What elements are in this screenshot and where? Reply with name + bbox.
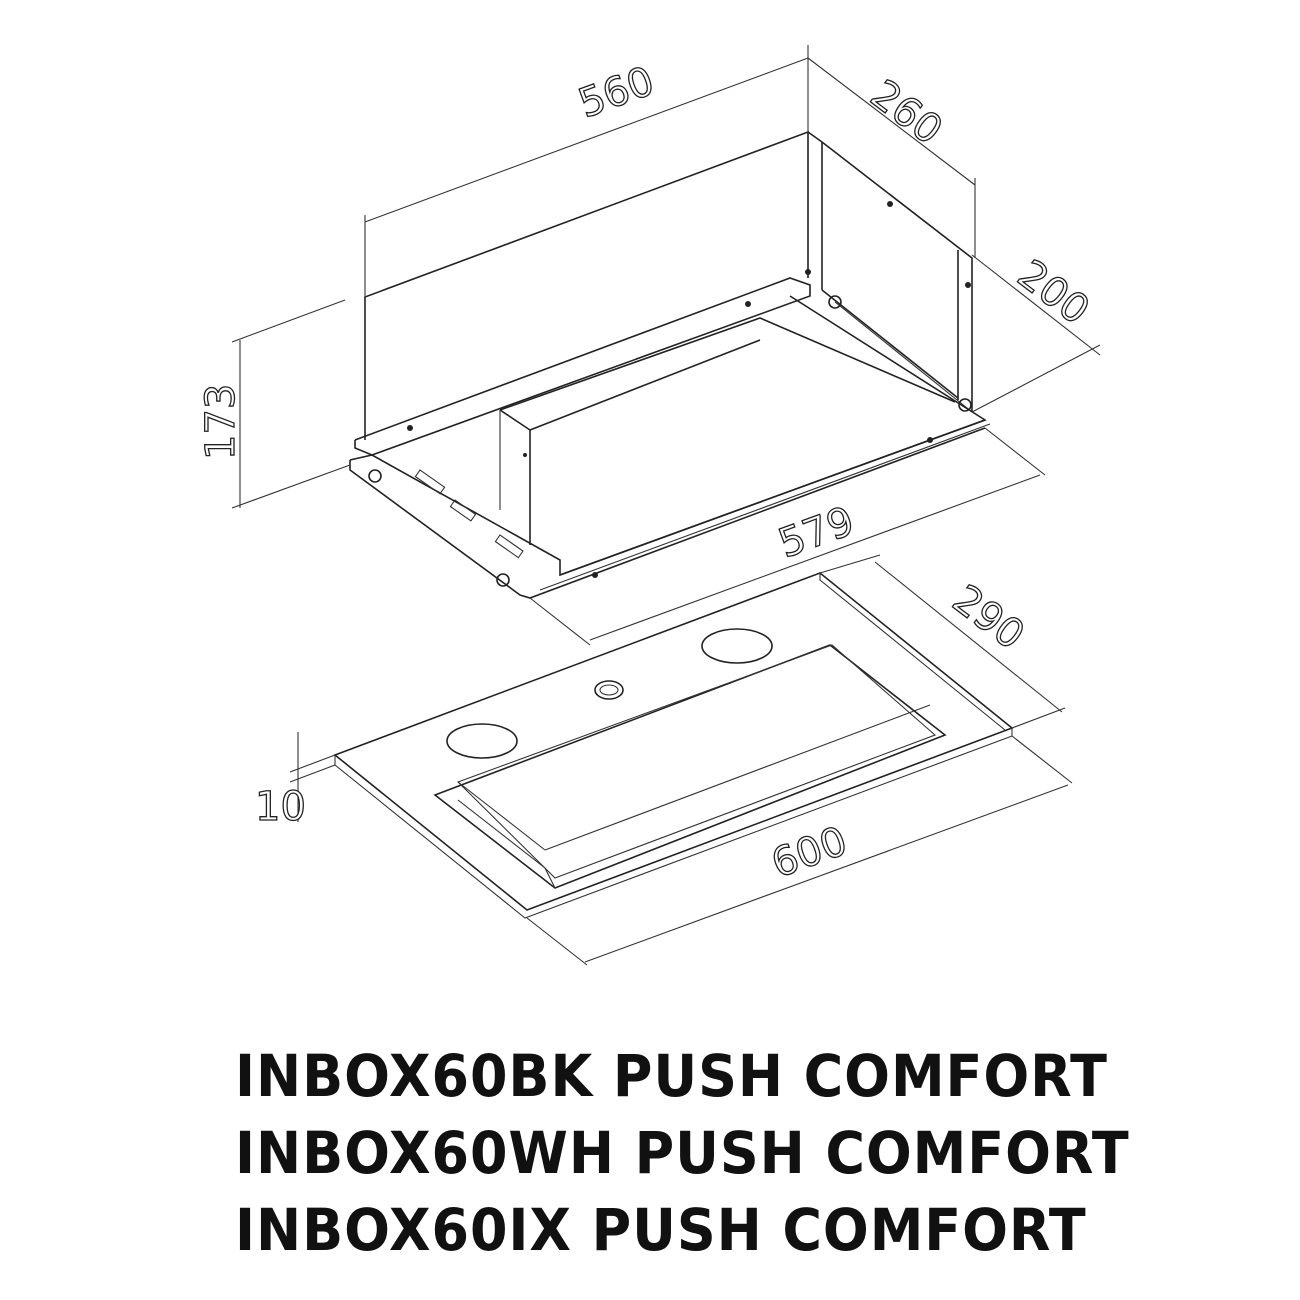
- dim-560: 560: [573, 58, 660, 127]
- hood-body: [349, 130, 991, 599]
- dim-173: 173: [198, 384, 244, 460]
- button-icon: [594, 680, 624, 700]
- dim-10: 10: [255, 784, 306, 830]
- dim-290: 290: [944, 576, 1033, 659]
- glass-panel: [333, 572, 1014, 919]
- model-list: INBOX60BK PUSH COMFORT INBOX60WH PUSH CO…: [235, 1038, 1197, 1269]
- dim-579: 579: [773, 498, 860, 567]
- dim-600: 600: [766, 818, 853, 887]
- model-name: INBOX60BK PUSH COMFORT: [235, 1042, 1108, 1110]
- model-name: INBOX60WH PUSH COMFORT: [235, 1119, 1130, 1187]
- dim-260: 260: [862, 71, 951, 154]
- dim-200: 200: [1009, 251, 1098, 334]
- model-name: INBOX60IX PUSH COMFORT: [235, 1196, 1087, 1264]
- dimension-lines: [231, 45, 1101, 966]
- light-icon: [701, 628, 773, 664]
- light-icon: [446, 723, 518, 759]
- dimension-labels: 560 260 200 173 579 290 10 600: [197, 57, 1098, 888]
